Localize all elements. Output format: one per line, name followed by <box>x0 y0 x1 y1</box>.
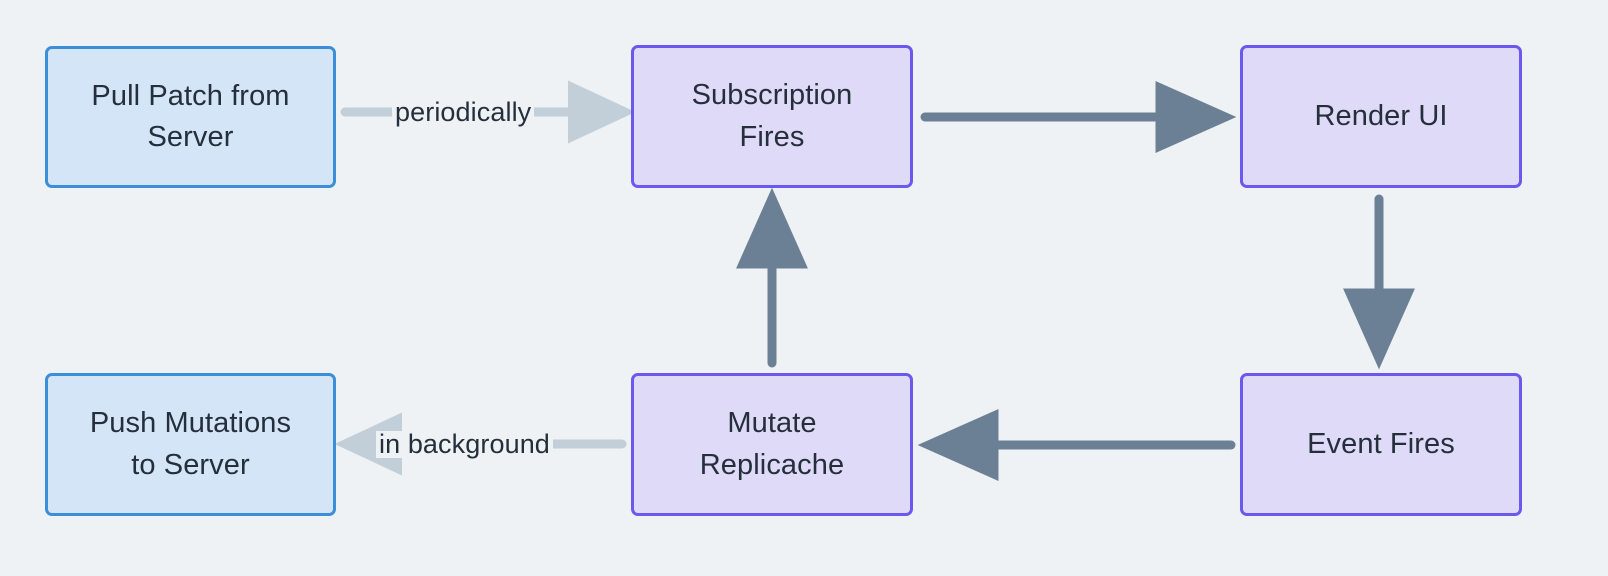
edge-label-in-background: in background <box>376 431 553 458</box>
edge-label-periodically: periodically <box>392 99 535 126</box>
node-push-mutations-to-server[interactable]: Push Mutations to Server <box>45 373 336 516</box>
node-label: Mutate Replicache <box>699 407 845 481</box>
node-pull-patch-from-server[interactable]: Pull Patch from Server <box>45 46 336 188</box>
node-label: Subscription Fires <box>691 79 853 153</box>
node-subscription-fires[interactable]: Subscription Fires <box>631 45 913 188</box>
node-label: Event Fires <box>1307 427 1455 460</box>
node-mutate-replicache[interactable]: Mutate Replicache <box>631 373 913 516</box>
node-label: Pull Patch from Server <box>91 79 290 153</box>
node-render-ui[interactable]: Render UI <box>1240 45 1522 188</box>
node-event-fires[interactable]: Event Fires <box>1240 373 1522 516</box>
node-label: Render UI <box>1314 99 1448 132</box>
node-label: Push Mutations to Server <box>89 407 292 481</box>
